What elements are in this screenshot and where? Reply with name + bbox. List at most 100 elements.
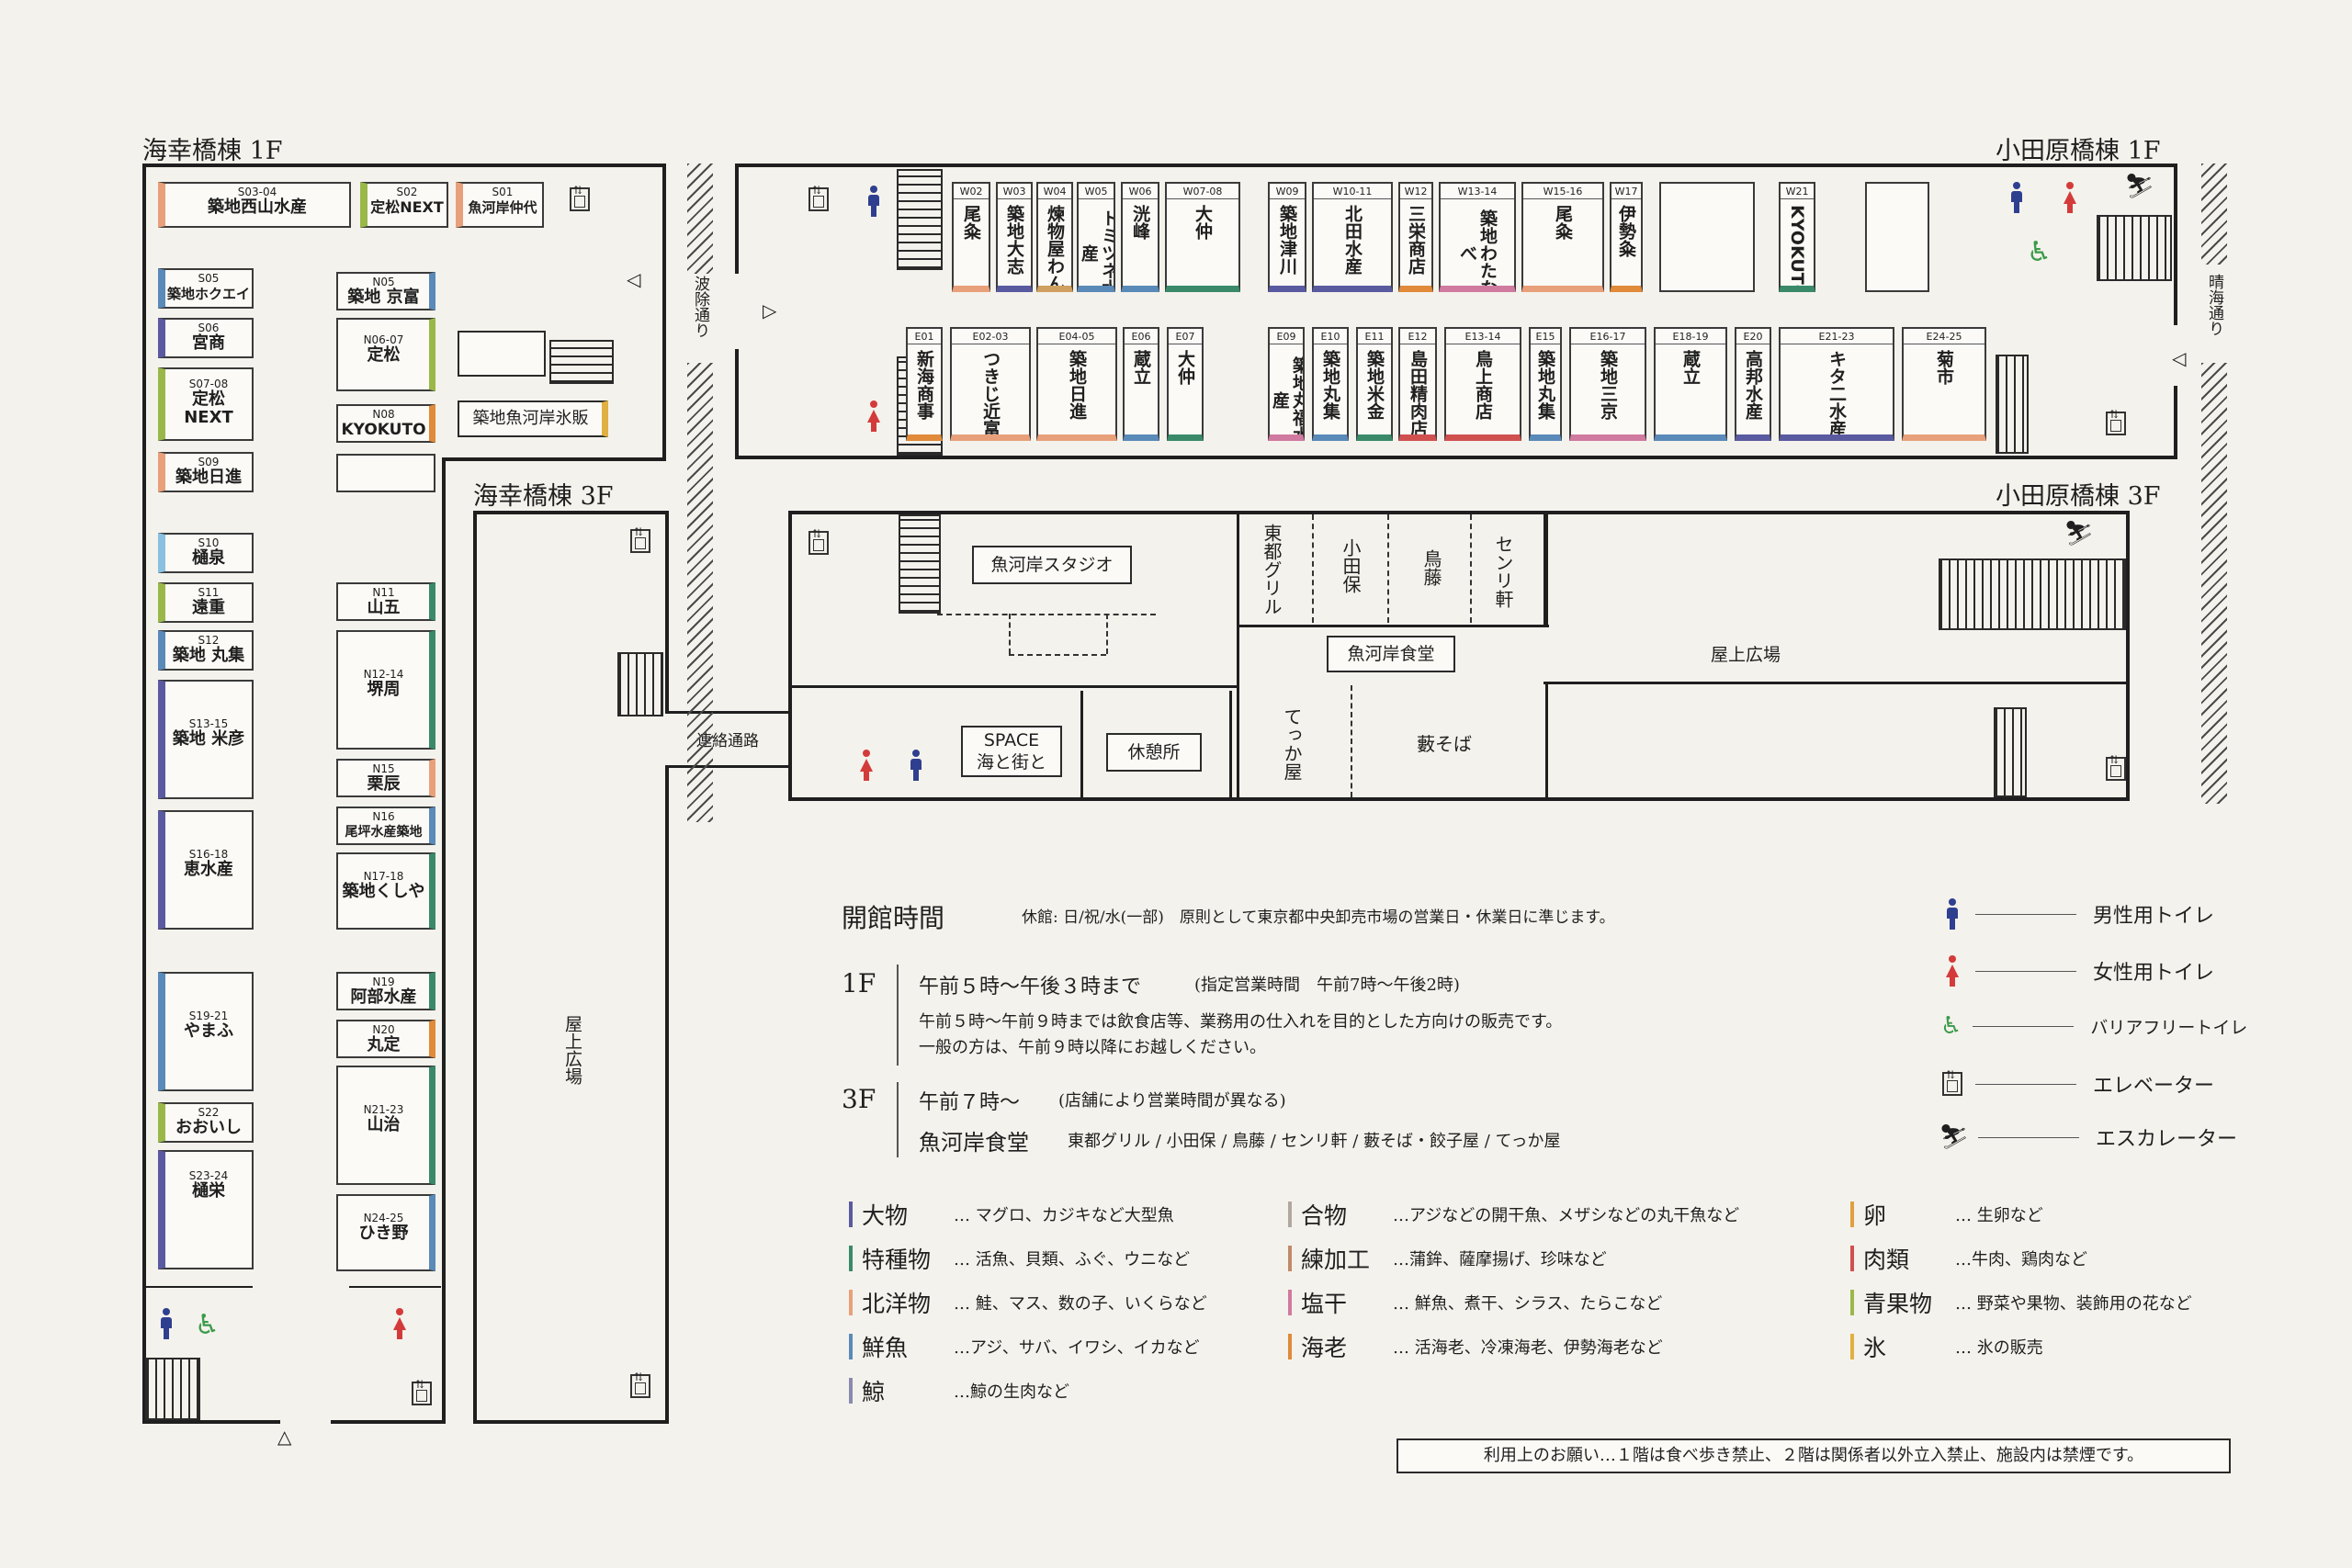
shop-code: W07-08 <box>1167 184 1238 199</box>
yabu[interactable]: 藪そば <box>1417 733 1472 755</box>
hours-3f: 3F <box>842 1084 876 1114</box>
hatch-namiyoke <box>687 164 713 274</box>
escalator-odawara-1f <box>2097 215 2172 281</box>
elevator-icon <box>2106 753 2126 781</box>
female-toilet-icon <box>860 750 873 781</box>
shop-name: トミツネ水産 <box>1079 209 1115 292</box>
odahoe[interactable]: 小田保 <box>1340 538 1362 593</box>
shop-code: E13-14 <box>1446 329 1520 344</box>
shokudo[interactable]: 魚河岸食堂 <box>1327 636 1455 672</box>
hatch-harumi <box>2201 164 2227 265</box>
category-desc: … 活海老、冷凍海老、伊勢海老など <box>1393 1338 1663 1358</box>
hours-3f-time: 午前７時〜 <box>919 1091 1021 1114</box>
barrier-free-toilet-icon: ♿ <box>2027 236 2052 268</box>
shop-name: 煉物屋わん <box>1045 205 1065 292</box>
torito[interactable]: 鳥藤 <box>1420 549 1442 586</box>
ice-shop[interactable]: 築地魚河岸氷販 <box>458 400 608 437</box>
category-name: 氷 <box>1863 1335 1887 1361</box>
shop-name: 築地わたなべ <box>1457 209 1498 292</box>
senri[interactable]: センリ軒 <box>1492 535 1514 608</box>
shop-name: キタ二水産 <box>1826 350 1847 437</box>
elevator-icon <box>630 525 650 553</box>
category-color-bar <box>1288 1201 1292 1227</box>
tekka[interactable]: てっか屋 <box>1281 707 1303 781</box>
category-desc: …蒲鉾、薩摩揚げ、珍味など <box>1393 1250 1607 1269</box>
shop-code: E02-03 <box>952 329 1029 344</box>
hours-3f-shops: 東都グリル / 小田保 / 鳥藤 / センリ軒 / 藪そば・餃子屋 / てっか屋 <box>1068 1132 1561 1151</box>
hours-3f-name: 魚河岸食堂 <box>919 1130 1029 1156</box>
studio[interactable]: 魚河岸スタジオ <box>972 546 1132 584</box>
shop-name: 新海商事 <box>914 350 934 420</box>
legend-elevator: エレベーター <box>1942 1068 2214 1099</box>
hours-1f-note: (指定営業時間 午前7時〜午後2時) <box>1194 976 1460 995</box>
elevator-icon <box>1942 1068 1962 1096</box>
barrier-free-toilet-icon: ♿ <box>1940 1012 1962 1040</box>
category-1: 特種物… 活魚、貝類、ふぐ、ウニなど <box>849 1242 1190 1275</box>
space[interactable]: SPACE 海と街と <box>961 726 1062 777</box>
rest-area[interactable]: 休憩所 <box>1106 733 1202 772</box>
category-name: 特種物 <box>862 1247 932 1273</box>
male-toilet-icon <box>2010 182 2023 213</box>
shop-code: W21 <box>1781 184 1814 199</box>
tohto-grill[interactable]: 東都グリル <box>1261 524 1283 615</box>
shop-name: 蔵立 <box>1131 350 1151 385</box>
legend-male: 男性用トイレ <box>1946 898 2214 930</box>
